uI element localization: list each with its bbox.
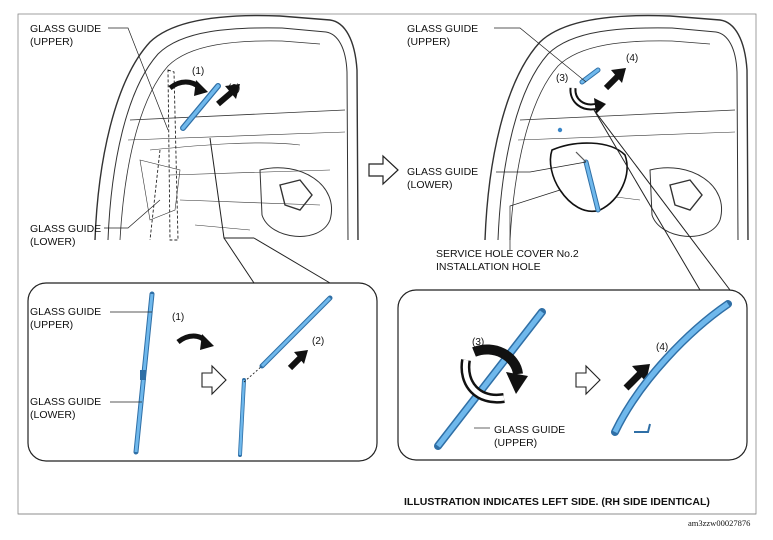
step-4-label: (4) bbox=[626, 53, 639, 64]
detail-right-guides bbox=[434, 300, 732, 450]
label-br-glass-guide-upper: GLASS GUIDE(UPPER) bbox=[494, 424, 566, 449]
next-step-arrow bbox=[368, 154, 399, 186]
step-3-label: (3) bbox=[556, 73, 569, 84]
step-1-label: (1) bbox=[192, 66, 205, 77]
detail-step-4-label: (4) bbox=[656, 342, 669, 353]
arrow-step-2 bbox=[216, 89, 234, 107]
detail-box-right bbox=[397, 289, 748, 461]
door-left-illustration bbox=[94, 14, 359, 241]
detail-left-guides bbox=[110, 291, 333, 457]
door-right-illustration bbox=[484, 14, 749, 291]
label-tr-glass-guide-upper: GLASS GUIDE(UPPER) bbox=[407, 23, 479, 48]
detail-box-left bbox=[27, 282, 378, 462]
label-tl-glass-guide-upper: GLASS GUIDE(UPPER) bbox=[30, 23, 102, 48]
detail-step-2-label: (2) bbox=[312, 336, 325, 347]
footer-note: ILLUSTRATION INDICATES LEFT SIDE. (RH SI… bbox=[404, 496, 710, 508]
arrow-step-3 bbox=[569, 87, 599, 111]
label-tl-glass-guide-lower: GLASS GUIDE(LOWER) bbox=[30, 223, 102, 248]
label-bl-glass-guide-upper: GLASS GUIDE(UPPER) bbox=[30, 306, 102, 331]
guide-old-position bbox=[167, 69, 179, 241]
figure-code: am3zzw00027876 bbox=[688, 518, 751, 528]
detail-step-1-label: (1) bbox=[172, 312, 185, 323]
label-tr-glass-guide-lower: GLASS GUIDE(LOWER) bbox=[407, 166, 479, 191]
arrow-step-4 bbox=[603, 73, 621, 91]
detail-step-3-label: (3) bbox=[472, 337, 485, 348]
label-bl-glass-guide-lower: GLASS GUIDE(LOWER) bbox=[30, 396, 102, 421]
step-2-label: (2) bbox=[228, 83, 241, 94]
